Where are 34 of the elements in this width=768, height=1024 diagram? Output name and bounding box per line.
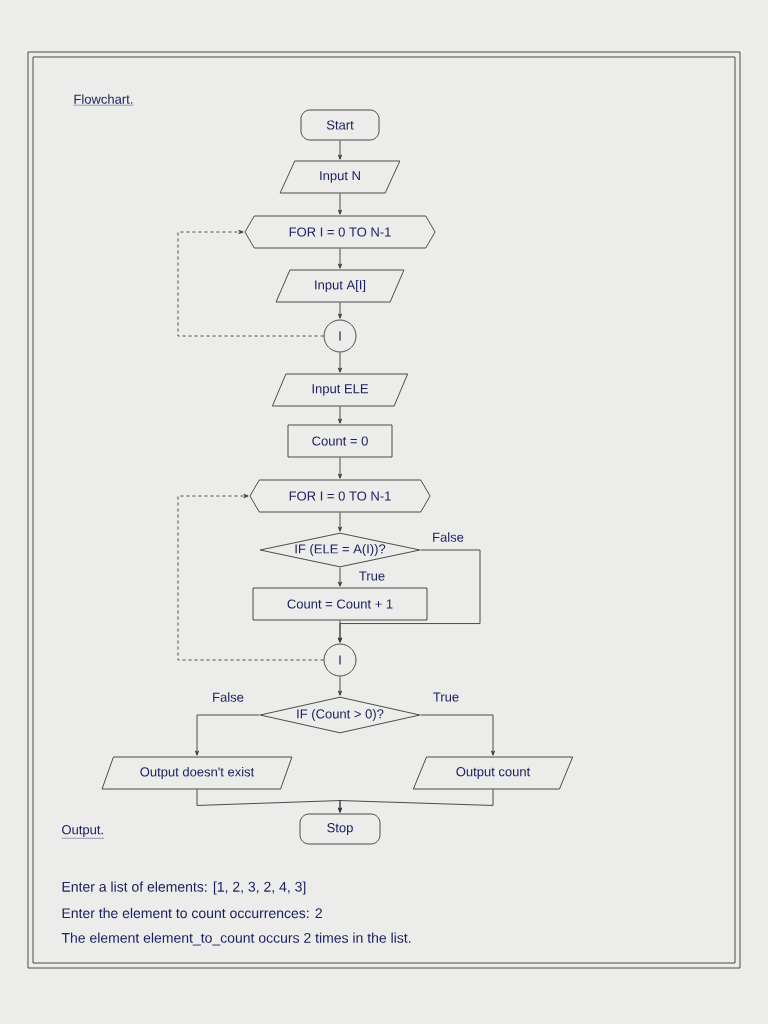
heading: Flowchart. bbox=[73, 94, 134, 106]
arrow bbox=[337, 140, 343, 160]
output-line: Enter the element to count occurrences: 2 bbox=[62, 907, 322, 919]
edge-label: False bbox=[211, 691, 245, 703]
terminal-box: Start bbox=[300, 109, 380, 141]
arrow bbox=[337, 620, 343, 643]
output-box: Output doesn't exist bbox=[101, 756, 293, 790]
arrow bbox=[337, 457, 343, 479]
arrow bbox=[337, 193, 343, 215]
terminal-box: Stop bbox=[299, 813, 381, 845]
arrow bbox=[337, 676, 343, 696]
arrow bbox=[337, 567, 343, 587]
edge-label: True bbox=[357, 570, 387, 582]
output-box: Output count bbox=[412, 756, 574, 790]
output-line: Enter a list of elements: [1, 2, 3, 2, 4, 3] bbox=[62, 881, 306, 895]
arrow bbox=[420, 714, 496, 756]
heading: Output. bbox=[61, 825, 105, 839]
arrow bbox=[337, 789, 494, 813]
arrow bbox=[337, 512, 343, 532]
arrow bbox=[337, 406, 343, 424]
arrow bbox=[177, 229, 324, 337]
loop-hexagon: FOR I = 0 TO N-1 bbox=[244, 215, 436, 249]
edge-label: True bbox=[431, 691, 461, 703]
process-box: Count = 0 bbox=[287, 424, 393, 458]
arrow bbox=[337, 352, 343, 373]
output-line: The element element_to_count occurs 2 times in the list. bbox=[61, 932, 411, 946]
edge-label: False bbox=[431, 531, 465, 543]
arrow bbox=[194, 714, 260, 756]
arrow bbox=[337, 302, 343, 319]
loop-hexagon: FOR I = 0 TO N-1 bbox=[249, 479, 431, 513]
input-box: Input ELE bbox=[271, 373, 409, 407]
process-box: Count = Count + 1 bbox=[252, 587, 428, 621]
arrow bbox=[337, 248, 343, 269]
arrow bbox=[177, 493, 324, 661]
